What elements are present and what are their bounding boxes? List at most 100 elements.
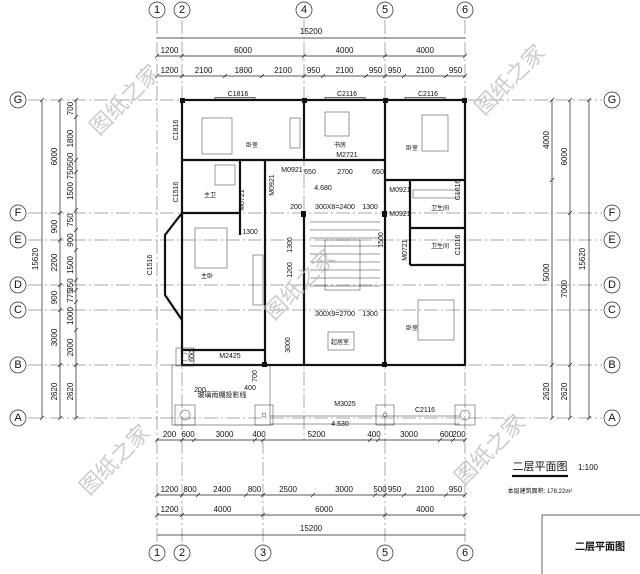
dimension-text: 6000: [560, 147, 569, 165]
dimension-text: 950: [369, 66, 383, 75]
axis-bubble-top: [376, 1, 394, 19]
dimension-text: 2620: [66, 382, 75, 400]
dimension-text: 2000: [66, 338, 75, 356]
dimension-text: 5000: [542, 263, 551, 281]
axis-bubble-row: [9, 409, 27, 427]
dimension-text: 1500: [66, 256, 75, 274]
axis-bubble-bottom: [376, 544, 394, 562]
room-label: 卫生间: [431, 204, 449, 212]
axis-label-bottom: 6: [462, 547, 468, 559]
axis-label-right: B: [608, 359, 615, 371]
axis-bubble-top: [456, 1, 474, 19]
dimension-text: 500: [373, 485, 387, 494]
annotation: 600: [189, 350, 196, 362]
axis-bubble-row: [9, 231, 27, 249]
dimension-text: 600: [181, 430, 195, 439]
dimension-text: 950: [388, 485, 402, 494]
axis-bubble-row: [603, 409, 621, 427]
dimension-text: 1500: [66, 182, 75, 200]
dimension-text: 900: [50, 219, 59, 233]
dimension-text: 2200: [50, 253, 59, 271]
axis-bubble-row: [603, 231, 621, 249]
axis-label-left: E: [14, 234, 21, 246]
dimension-text: 2100: [416, 66, 434, 75]
dimension-text: 1200: [161, 66, 179, 75]
axis-bubble-bottom: [456, 544, 474, 562]
opening-label: M0721: [239, 189, 246, 211]
opening-label: C2116: [415, 407, 435, 414]
axis-bubble-bottom: [173, 544, 191, 562]
room-label: 卧室: [406, 324, 418, 332]
dimension-text: 4000: [416, 46, 434, 55]
axis-label-left: F: [15, 207, 22, 219]
title-block-text: 二层平面图: [575, 541, 625, 553]
dimension-total: 15200: [300, 27, 323, 36]
dimension-text: 900: [50, 290, 59, 304]
axis-label-left: A: [14, 412, 22, 424]
axis-bubble-row: [9, 356, 27, 374]
dimension-total: 15200: [300, 524, 323, 533]
dimension-text: 4000: [336, 46, 354, 55]
dimension-text: 6000: [315, 505, 333, 514]
dimension-text: 750: [66, 213, 75, 227]
dimension-text: 6000: [50, 147, 59, 165]
axis-label-right: G: [608, 94, 617, 106]
drawing-title: 二层平面图: [513, 460, 568, 473]
dimension-text: 4000: [214, 505, 232, 514]
dimension-text: 2400: [213, 485, 231, 494]
axis-label-left: C: [14, 304, 22, 316]
axis-label-left: G: [14, 94, 23, 106]
annotation: 200: [194, 387, 206, 394]
dimension-text: 2620: [542, 382, 551, 400]
dimension-text: 1200: [161, 46, 179, 55]
annotation: 2700: [337, 169, 353, 176]
axis-label-left: D: [14, 279, 22, 291]
dimension-total: 15620: [578, 247, 587, 270]
axis-bubble-row: [603, 301, 621, 319]
dimension-text: 200: [163, 430, 177, 439]
axis-bubble-row: [9, 301, 27, 319]
dimension-text: 775: [66, 289, 75, 303]
title-block: [541, 514, 640, 574]
annotation: 4.680: [314, 185, 332, 192]
dimension-text: 1800: [235, 66, 253, 75]
canopy: [171, 347, 476, 426]
opening-label: M0921: [281, 167, 303, 174]
axis-label-right: A: [608, 412, 616, 424]
annotation: 1300: [362, 204, 378, 211]
dimension-text: 950: [449, 66, 463, 75]
axis-label-bottom: 1: [154, 547, 160, 559]
axis-bubble-bottom: [148, 544, 166, 562]
annotation: 1300: [362, 311, 378, 318]
dimension-text: 200: [452, 430, 466, 439]
axis-label-bottom: 3: [260, 547, 266, 559]
dimension-text: 3000: [216, 430, 234, 439]
dimension-text: 3000: [50, 328, 59, 346]
dimension-text: 4000: [542, 131, 551, 149]
annotation: 700: [252, 370, 259, 382]
walls: [163, 98, 467, 367]
axis-bubble-top: [295, 1, 313, 19]
annotation: 650: [304, 169, 316, 176]
watermark: 图纸之家: [470, 40, 550, 120]
axis-bubble-row: [9, 204, 27, 222]
opening-label: C2116: [418, 91, 438, 98]
axis-bubble-row: [9, 276, 27, 294]
annotation: 1300: [242, 229, 258, 236]
axis-label-right: D: [608, 279, 616, 291]
dimension-text: 2620: [560, 382, 569, 400]
dimension-text: 3000: [400, 430, 418, 439]
axis-bubble-top: [173, 1, 191, 19]
axis-label-right: E: [608, 234, 615, 246]
opening-label: C1816: [228, 91, 249, 98]
axis-bubble-row: [603, 276, 621, 294]
axis-label-right: C: [608, 304, 616, 316]
axis-bubble-row: [603, 356, 621, 374]
dimension-text: 7000: [560, 280, 569, 298]
drawing-scale: 1:100: [578, 463, 599, 472]
opening-label: M0921: [389, 211, 411, 218]
dimension-text: 2500: [279, 485, 297, 494]
axis-label-top: 4: [301, 4, 307, 16]
opening-label: C1016: [455, 180, 462, 201]
room-label: 卧室: [406, 144, 418, 152]
